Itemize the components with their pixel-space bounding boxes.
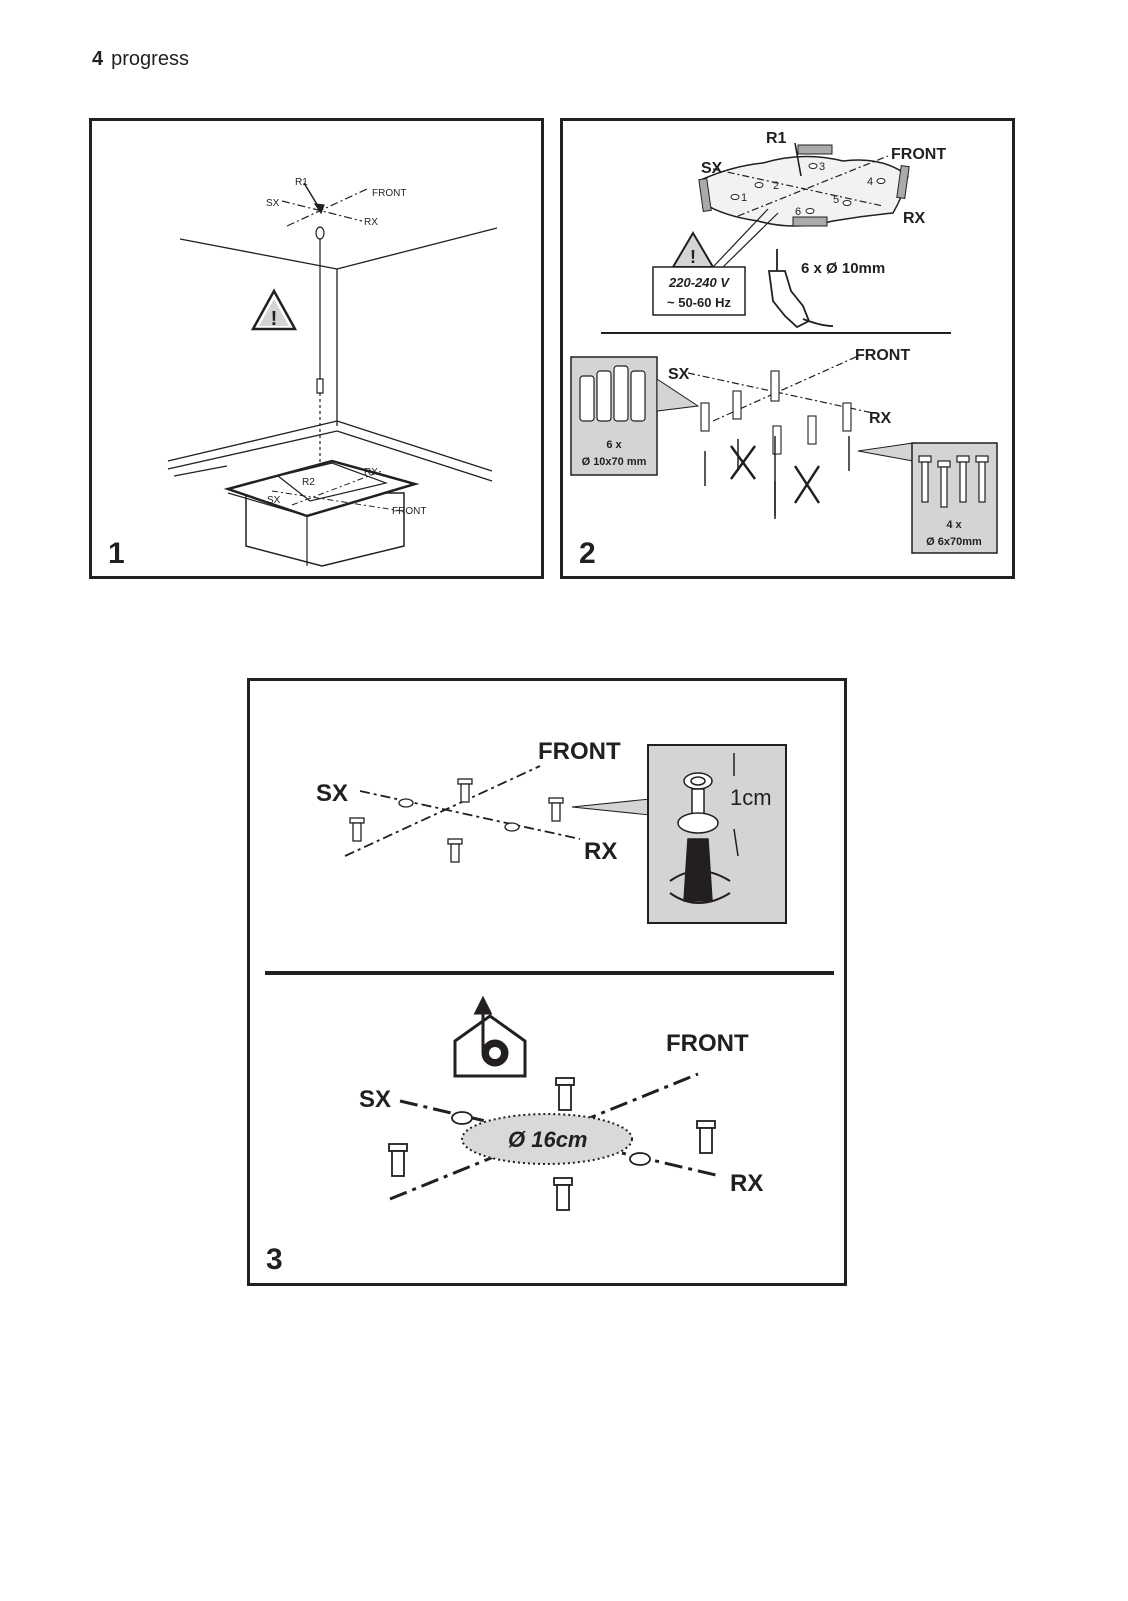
fig2-sx-mid-label: SX — [668, 366, 690, 383]
screw-icon — [918, 455, 989, 508]
fig2-rx-top-label: RX — [903, 210, 926, 227]
fig1-sx-bottom-label: SX — [267, 495, 281, 506]
hole-number-1: 1 — [741, 192, 747, 204]
figure-1-number: 1 — [108, 537, 125, 570]
figure-2-number: 2 — [579, 537, 596, 570]
figure-3-panel: FRONT SX RX 1cm — [247, 678, 847, 1286]
fig3-sx-bottom-label: SX — [359, 1086, 391, 1113]
drill-icon — [767, 249, 834, 329]
page-header: 4 progress — [92, 48, 189, 71]
cross-mark-icon — [729, 445, 821, 504]
figure-2-illustration: 1 2 3 4 5 6 R1 SX FRONT RX ! 220-240 V ~… — [570, 130, 998, 570]
fig3-front-top-label: FRONT — [538, 738, 621, 765]
fig1-front-bottom-label: FRONT — [392, 506, 426, 517]
fig3-bottom-axis — [389, 1072, 721, 1201]
ceiling-template — [698, 142, 910, 227]
fig1-front-top-label: FRONT — [372, 188, 406, 199]
duct-circle — [461, 1113, 633, 1165]
fig2-rx-mid-label: RX — [869, 410, 892, 427]
voltage-box — [652, 266, 746, 316]
hole-number-6: 6 — [795, 206, 801, 218]
figure-1-panel: R1 SX FRONT RX ! R2 RX SX — [89, 118, 544, 579]
exhaust-outlet-icon — [453, 995, 527, 1078]
fig1-r2-label: R2 — [302, 477, 315, 488]
figure-3-number: 3 — [266, 1243, 283, 1276]
anchors — [700, 370, 852, 455]
duct-diameter-label: Ø 16cm — [508, 1127, 588, 1152]
screwdriver-icon — [669, 753, 739, 904]
fig2-warning-symbol: ! — [690, 247, 696, 267]
hob-axis — [271, 470, 403, 512]
wall-plug-icon — [579, 365, 646, 422]
fig3-top-screws — [349, 778, 564, 863]
frequency-label: ~ 50-60 Hz — [667, 295, 731, 310]
screwdriver-callout — [571, 798, 651, 816]
fig3-front-bottom-label: FRONT — [666, 1030, 749, 1057]
room-lines — [167, 227, 498, 482]
fig3-top-axis — [344, 765, 581, 857]
page-number: 4 — [92, 48, 104, 70]
fig2-warning-triangle-icon — [671, 208, 779, 268]
plug-size-label: Ø 10x70 mm — [582, 456, 647, 468]
fig3-rx-bottom-label: RX — [730, 1170, 763, 1197]
hob-box — [223, 459, 420, 567]
fig2-front-top-label: FRONT — [891, 146, 946, 163]
drill-spec-label: 6 x Ø 10mm — [801, 260, 885, 277]
hole-number-3: 3 — [819, 161, 825, 173]
hole-number-4: 4 — [867, 176, 873, 188]
voltage-label: 220-240 V — [668, 275, 730, 290]
screwdriver-inset — [647, 744, 787, 924]
hole-number-2: 2 — [773, 180, 779, 192]
figure-2-panel: 1 2 3 4 5 6 R1 SX FRONT RX ! 220-240 V ~… — [560, 118, 1015, 579]
ceiling-axis-cross — [281, 182, 368, 227]
figure-3-illustration: FRONT SX RX 1cm — [265, 738, 834, 1276]
fig1-rx-bottom-label: RX — [364, 467, 378, 478]
plug-count-label: 6 x — [606, 439, 622, 451]
fig2-r1-label: R1 — [766, 130, 787, 147]
fig1-sx-top-label: SX — [266, 198, 280, 209]
fig2-sx-top-label: SX — [701, 160, 723, 177]
screw-count-label: 4 x — [946, 519, 962, 531]
screw-callout — [857, 442, 914, 462]
fig3-bottom-screws — [388, 1077, 716, 1211]
hole-number-5: 5 — [833, 194, 839, 206]
figure-1-illustration: R1 SX FRONT RX ! R2 RX SX — [108, 177, 498, 570]
plug-callout — [656, 378, 700, 412]
gap-label: 1cm — [730, 785, 772, 810]
brand-name: progress — [111, 48, 189, 70]
fig2-front-mid-label: FRONT — [855, 347, 910, 364]
fig3-sx-top-label: SX — [316, 780, 348, 807]
fig1-r1-label: R1 — [295, 177, 308, 188]
fig3-rx-top-label: RX — [584, 838, 617, 865]
fig1-rx-top-label: RX — [364, 217, 378, 228]
warning-triangle-icon — [250, 288, 298, 331]
fig1-warning-symbol: ! — [271, 308, 278, 330]
screw-size-label: Ø 6x70mm — [926, 536, 982, 548]
